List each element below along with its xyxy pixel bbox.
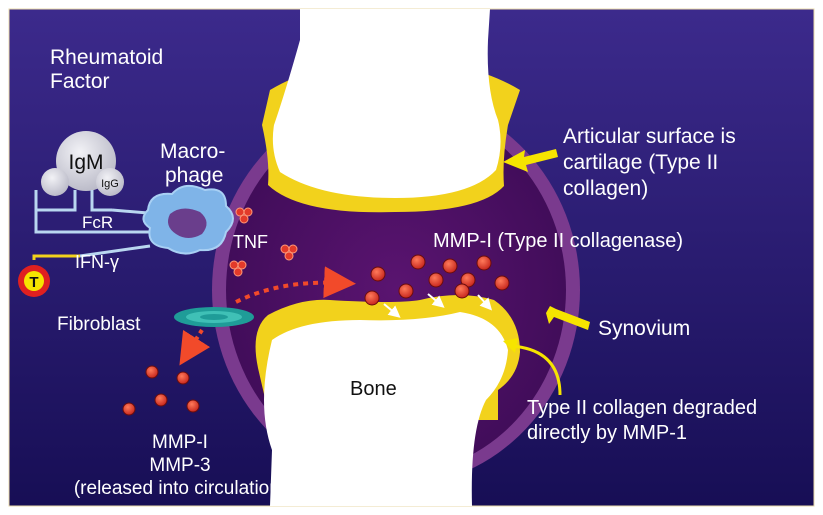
circulation-label-line-1: MMP-I xyxy=(152,432,208,453)
fibroblast-label: Fibroblast xyxy=(57,314,141,335)
igm-label: IgM xyxy=(68,151,103,174)
macrophage-label-line-2: phage xyxy=(165,164,223,187)
circulation-label-line-3: (released into circulation) xyxy=(74,478,286,499)
articular-label-line-1: Articular surface is xyxy=(563,125,736,148)
synovium-label: Synovium xyxy=(598,317,690,340)
articular-label-line-3: collagen) xyxy=(563,177,648,200)
degraded-label-line-2: directly by MMP-1 xyxy=(527,422,687,444)
fibroblast-cell xyxy=(174,307,254,327)
rheumatoid-factor-line-2: Factor xyxy=(50,70,110,93)
bone-label: Bone xyxy=(350,378,397,400)
macrophage-cell xyxy=(143,186,233,254)
tnf-label: TNF xyxy=(233,232,268,252)
fcr-label: FcR xyxy=(82,213,113,232)
rheumatoid-factor-line-1: Rheumatoid xyxy=(50,46,163,69)
articular-label-line-2: cartilage (Type II xyxy=(563,151,718,174)
circulation-label-line-2: MMP-3 xyxy=(149,455,210,476)
igg-label: IgG xyxy=(101,178,119,190)
degraded-label-line-1: Type II collagen degraded xyxy=(527,397,757,419)
macrophage-label-line-1: Macro- xyxy=(160,140,225,163)
mmp-collagenase-label: MMP-I (Type II collagenase) xyxy=(433,230,683,252)
ifn-gamma-label: IFN-γ xyxy=(75,252,119,272)
upper-bone xyxy=(262,9,520,212)
t-cell-label: T xyxy=(29,274,38,291)
